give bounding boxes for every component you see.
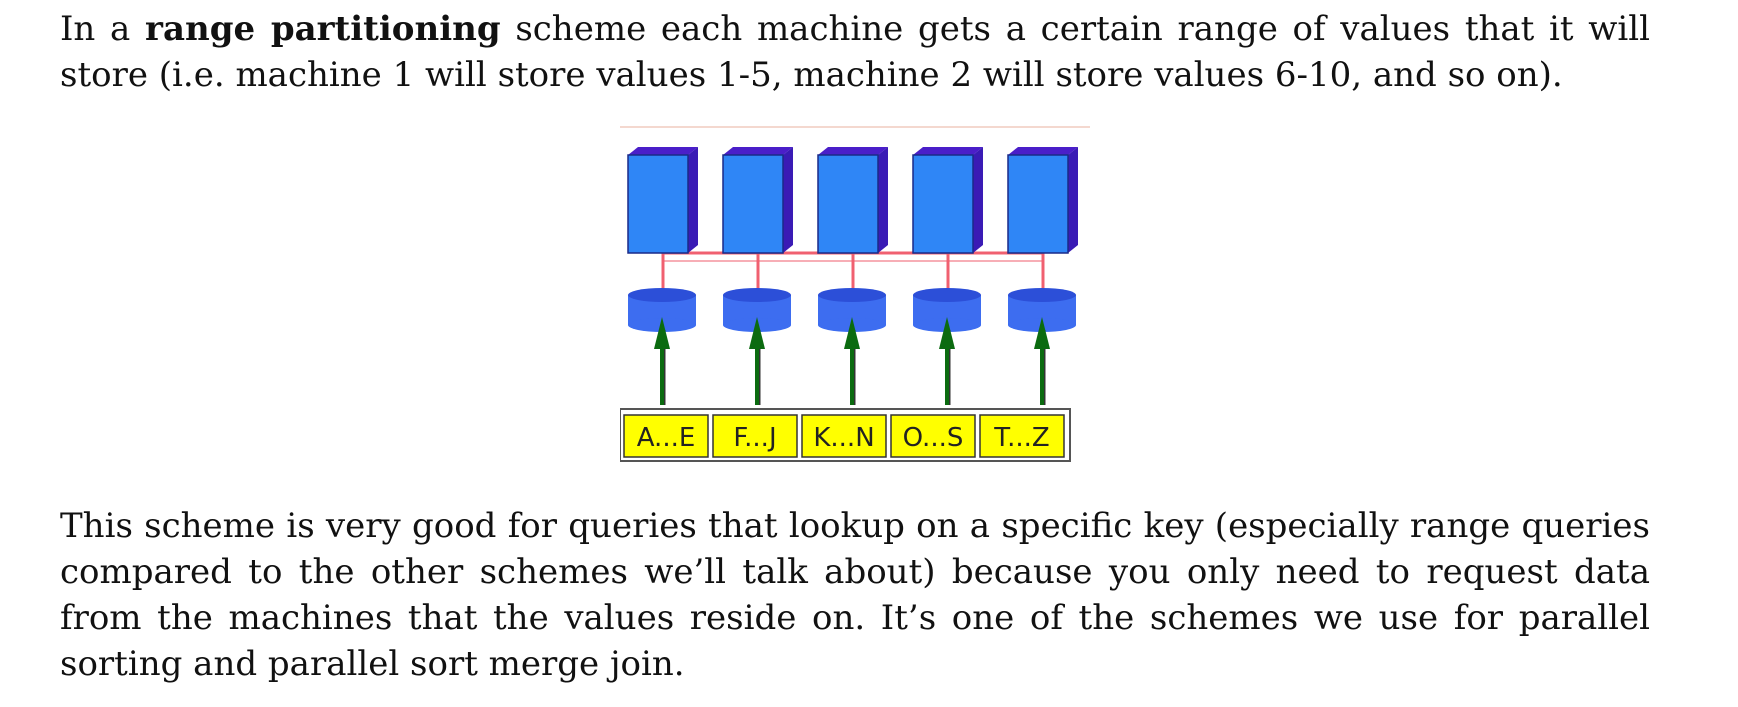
intro-paragraph: In a range partitioning scheme each mach… [60,6,1650,98]
server-side [1068,147,1078,253]
disk-top [1008,288,1076,302]
disks [628,288,1076,405]
server-top [723,147,793,155]
arrow-head [749,317,765,349]
body-paragraph: This scheme is very good for queries tha… [60,506,1650,684]
server-5 [1007,147,1078,254]
servers [627,147,1078,254]
range-label-text: K...N [813,423,874,453]
disk-5 [1008,288,1076,332]
label-bar-frame [620,408,1071,462]
range-label-text: F...J [733,423,776,453]
server-front [1007,154,1069,254]
range-label-box [890,414,976,458]
server-side [688,147,698,253]
range-labels: A...E F...J K...N O...S T...Z [620,408,1071,462]
server-front [817,154,879,254]
server-side [878,147,888,253]
range-label-text: O...S [903,423,964,453]
intro-rest: scheme each machine gets a certain range… [60,9,1651,95]
arrow-head [654,317,670,349]
network-lines [661,251,1045,293]
server-4 [912,147,983,254]
server-2 [722,147,793,254]
range-label-box [623,414,709,458]
server-top [818,147,888,155]
range-label-box [712,414,798,458]
range-partitioning-diagram: A...E F...J K...N O...S T...Z [620,125,1090,475]
server-top [628,147,698,155]
disk-top [628,288,696,302]
diagram-canvas: A...E F...J K...N O...S T...Z [620,126,1090,462]
disk-top [818,288,886,302]
server-top [1008,147,1078,155]
server-front [912,154,974,254]
range-partitioning-term: range partitioning [145,9,501,49]
server-1 [627,147,698,254]
intro-prefix: In a [60,9,146,49]
server-side [973,147,983,253]
disk-3 [818,288,886,332]
range-label-box [801,414,887,458]
server-front [722,154,784,254]
server-top [913,147,983,155]
server-front [627,154,689,254]
server-side [783,147,793,253]
disk-1 [628,288,696,332]
range-label-text: A...E [637,423,696,453]
disk-top [723,288,791,302]
arrow-head [1034,317,1050,349]
arrow-head [844,317,860,349]
disk-top [913,288,981,302]
server-3 [817,147,888,254]
range-label-text: T...Z [993,423,1049,453]
range-label-box [979,414,1065,458]
arrow-head [939,317,955,349]
